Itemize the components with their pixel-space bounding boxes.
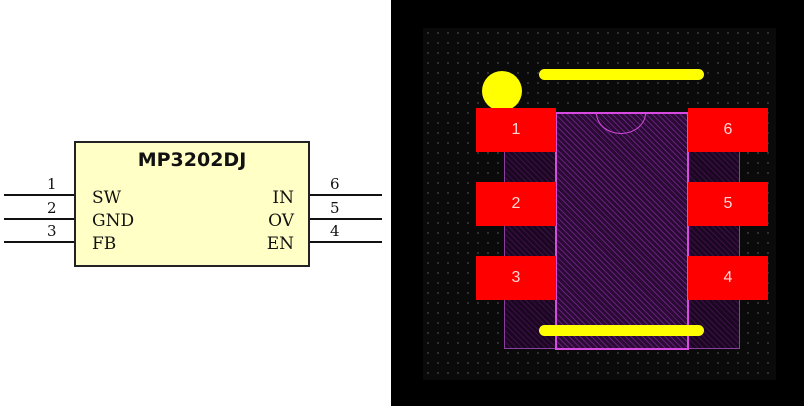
pad-1[interactable]: 1 [476, 108, 556, 152]
pin-label-sw: SW [92, 188, 122, 208]
pin-number-4: 4 [330, 222, 340, 240]
part-name: MP3202DJ [137, 149, 247, 171]
pcb-footprint-panel: 1 2 3 6 5 4 [391, 0, 804, 406]
schematic-symbol-panel: 1 2 3 6 5 4 MP3202DJ SW GND FB IN OV EN [0, 0, 391, 406]
pad-6[interactable]: 6 [688, 108, 768, 152]
pin-line-5 [310, 218, 382, 220]
pin-label-fb: FB [92, 234, 117, 254]
pad-2[interactable]: 2 [476, 182, 556, 226]
silkscreen-top-bar [539, 69, 704, 80]
pin-label-ov: OV [268, 211, 294, 231]
pad-3[interactable]: 3 [476, 256, 556, 300]
pin-line-6 [310, 194, 382, 196]
package-body-outline[interactable] [555, 112, 689, 350]
pin-number-2: 2 [47, 199, 57, 217]
pin1-marker-dot [482, 71, 522, 111]
footprint-board: 1 2 3 6 5 4 [423, 28, 776, 380]
pin-number-6: 6 [330, 175, 340, 193]
silkscreen-bottom-bar [539, 325, 704, 336]
pad-4[interactable]: 4 [688, 256, 768, 300]
pin-number-5: 5 [330, 199, 340, 217]
pin-line-2 [4, 218, 74, 220]
pin-line-4 [310, 241, 382, 243]
ic-symbol-body[interactable]: MP3202DJ SW GND FB IN OV EN [74, 141, 310, 267]
pin1-notch [596, 113, 646, 134]
pin-number-1: 1 [47, 175, 57, 193]
pin-label-in: IN [272, 188, 294, 208]
pin-label-en: EN [266, 234, 294, 254]
pin-number-3: 3 [47, 222, 57, 240]
pin-line-3 [4, 241, 74, 243]
pad-5[interactable]: 5 [688, 182, 768, 226]
pin-label-gnd: GND [92, 211, 135, 231]
pin-line-1 [4, 194, 74, 196]
